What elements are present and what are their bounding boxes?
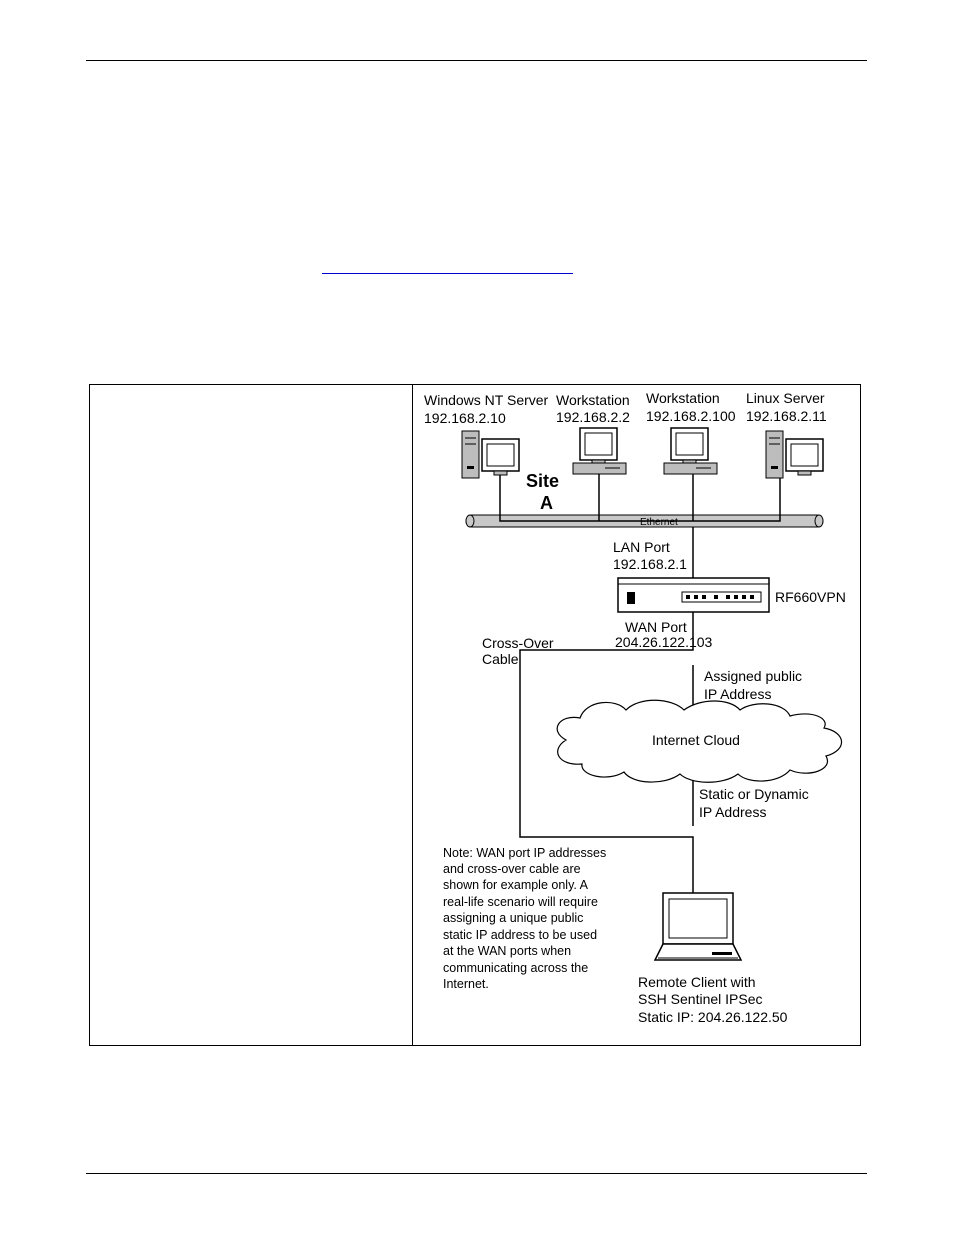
lan-port-ip: 192.168.2.1 [613,556,687,572]
workstation-1-name: Workstation [556,392,630,408]
linux-server-name: Linux Server [746,390,825,406]
workstation-2-ip: 192.168.2.100 [646,408,736,424]
workstation-2-name: Workstation [646,390,720,406]
router-name: RF660VPN [775,589,846,605]
client-label: Remote Client with [638,974,756,990]
crossover-label-2: Cable [482,651,519,667]
table-column-divider [412,384,413,1046]
ethernet-bus: Ethernet [465,514,824,528]
note-line: shown for example only. A [443,878,589,892]
note-line: assigning a unique public [443,911,583,925]
workstation-1-computer-icon [572,427,627,475]
nt-server-computer-icon [461,430,520,479]
dynamic-ip-label-2: IP Address [699,804,766,820]
note-line: at the WAN ports when [443,944,571,958]
footer-rule [86,1173,867,1174]
nt-server-ip: 192.168.2.10 [424,410,506,426]
site-letter: A [540,493,553,513]
workstation-2-computer-icon [663,427,718,475]
note-line: static IP address to be used [443,928,597,942]
ethernet-label: Ethernet [640,517,678,528]
router-device-icon [617,577,770,613]
dynamic-ip-label: Static or Dynamic [699,786,809,802]
note-line: real-life scenario will require [443,895,598,909]
crossover-label: Cross-Over [482,635,554,651]
nt-server-name: Windows NT Server [424,392,549,408]
note-line: and cross-over cable are [443,862,581,876]
note-line: communicating across the [443,961,588,975]
client-software: SSH Sentinel IPSec [638,991,763,1007]
laptop-icon [653,892,743,961]
workstation-1-ip: 192.168.2.2 [556,409,630,425]
client-ip: Static IP: 204.26.122.50 [638,1009,788,1025]
assigned-ip-label-2: IP Address [704,686,771,702]
internet-cloud-label: Internet Cloud [652,732,740,748]
site-label: Site [526,471,559,491]
assigned-ip-label: Assigned public [704,668,802,684]
note-line: Note: WAN port IP addresses [443,846,606,860]
header-rule [86,60,867,61]
example-note: Note: WAN port IP addresses and cross-ov… [443,846,606,991]
connection-lines [499,474,781,893]
wan-port-ip: 204.26.122.103 [615,634,713,650]
hyperlink-underline[interactable] [322,273,573,274]
lan-port-label: LAN Port [613,539,670,555]
note-line: Internet. [443,977,489,991]
diagram-table [89,384,861,1046]
wan-port-label: WAN Port [625,619,687,635]
linux-server-computer-icon [765,430,824,479]
internet-cloud-icon [556,699,843,783]
linux-server-ip: 192.168.2.11 [746,408,827,424]
